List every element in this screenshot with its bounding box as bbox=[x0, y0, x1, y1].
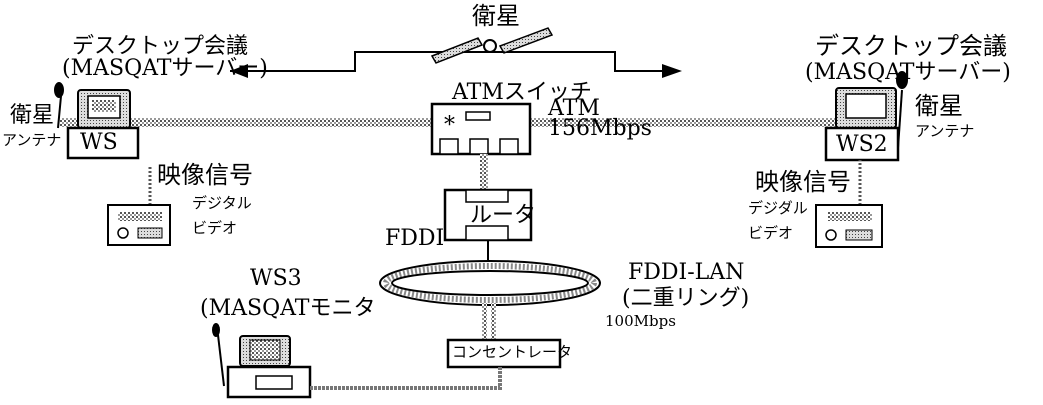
right-video-device bbox=[815, 160, 883, 248]
left-video-signal: 映像信号 bbox=[157, 161, 253, 189]
right-video-line2: ビデオ bbox=[748, 224, 794, 242]
left-antenna-sub: アンテナ bbox=[2, 131, 62, 149]
right-ws-label: WS2 bbox=[836, 132, 888, 157]
left-video-line2: ビデオ bbox=[192, 219, 238, 237]
right-server-label: (MASQATサーバー) bbox=[805, 60, 1011, 85]
left-workstation bbox=[66, 89, 140, 160]
left-antenna-icon bbox=[54, 82, 64, 129]
fddi-lan-speed: 100Mbps bbox=[605, 312, 676, 330]
atm-speed-label: 156Mbps bbox=[548, 116, 652, 141]
atm-switch bbox=[430, 102, 532, 156]
ws3-workstation bbox=[226, 335, 312, 399]
ws3-antenna-icon bbox=[212, 323, 225, 387]
right-workstation bbox=[824, 87, 900, 162]
left-antenna-label: 衛星 bbox=[10, 103, 55, 128]
fddi-label: FDDI bbox=[385, 226, 445, 251]
left-video-device bbox=[107, 165, 171, 246]
ws3-concentrator-link bbox=[310, 367, 502, 390]
right-title: デスクトップ会議 bbox=[815, 32, 1007, 60]
atm-router-link bbox=[480, 154, 488, 190]
right-antenna-label: 衛星 bbox=[915, 92, 963, 120]
satellite-title: 衛星 bbox=[472, 2, 520, 30]
right-antenna-icon bbox=[896, 71, 908, 149]
fddi-lan-ring: (二重リング) bbox=[622, 286, 750, 311]
satellite-icon bbox=[430, 27, 554, 64]
left-ws-label: WS bbox=[80, 130, 118, 155]
fddi-ring bbox=[379, 260, 601, 306]
router-label: ルータ bbox=[470, 203, 537, 228]
fddi-lan-name: FDDI-LAN bbox=[628, 260, 745, 285]
atm-link-label: ATM bbox=[548, 96, 600, 121]
router bbox=[443, 188, 533, 242]
atm-switch-mark: * bbox=[444, 113, 455, 138]
left-server-label: (MASQATサーバー) bbox=[62, 56, 268, 81]
right-video-line1: デジダル bbox=[748, 199, 808, 217]
ws3-name: WS3 bbox=[250, 266, 302, 291]
left-title: デスクトップ会議 bbox=[72, 34, 249, 59]
concentrator-label: コンセントレータ bbox=[452, 343, 573, 361]
ws3-role: (MASQATモニタ bbox=[200, 296, 376, 321]
satellite-link bbox=[230, 51, 682, 78]
ring-concentrator-link bbox=[482, 303, 496, 343]
right-antenna-sub: アンテナ bbox=[915, 122, 975, 140]
atm-switch-title: ATMスイッチ bbox=[452, 80, 592, 105]
left-video-line1: デジタル bbox=[192, 194, 252, 212]
concentrator bbox=[446, 338, 562, 369]
right-video-signal: 映像信号 bbox=[755, 168, 851, 196]
